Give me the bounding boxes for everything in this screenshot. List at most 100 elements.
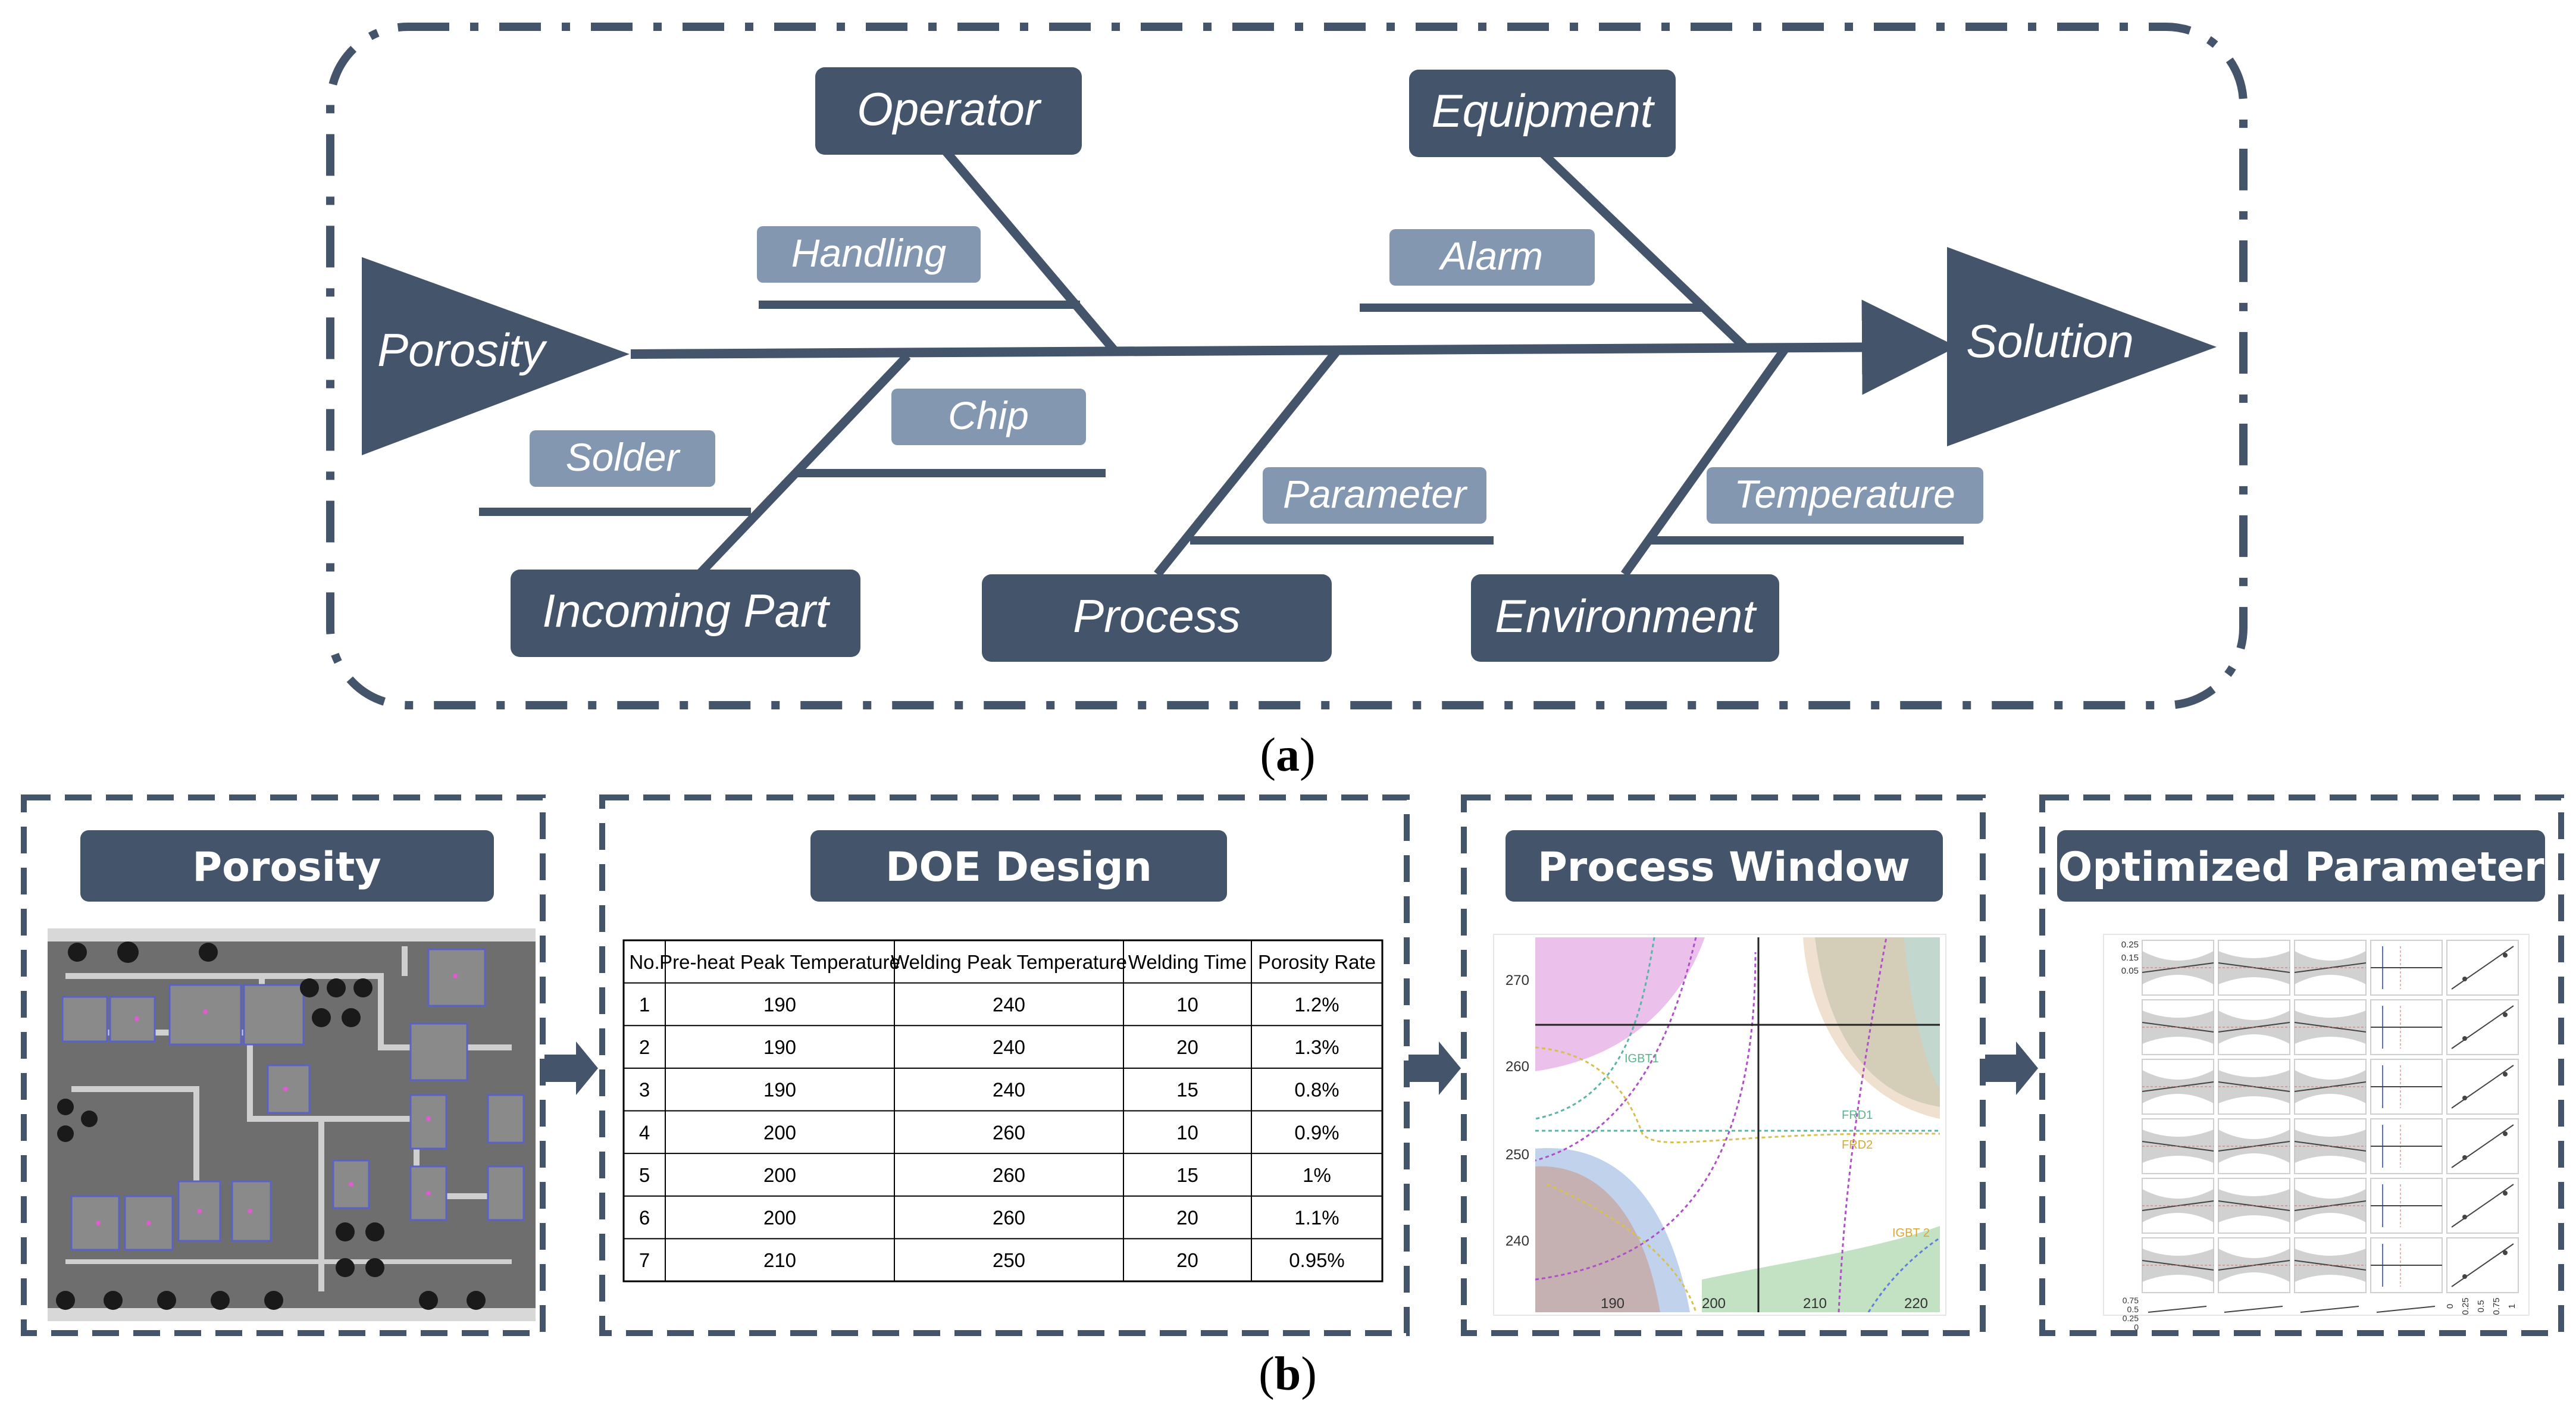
step1-title: Porosity [192,844,381,891]
y-tick-label: 270 [1505,972,1529,989]
profiler-cell [2370,999,2443,1055]
profiler-cell [2142,940,2214,996]
label-igbt2: IGBT 2 [1892,1227,1930,1240]
label-frd2: FRD2 [1842,1138,1873,1152]
profiler-desirability-cell [2224,1306,2283,1313]
doe-cell: 0.95% [1289,1249,1345,1271]
doe-cell: 200 [763,1121,796,1143]
doe-cell: 260 [993,1164,1025,1186]
workflow: Porosity DOE Design Process Window Optim… [21,794,2564,1336]
profiler-x-tick: 0.5 [2476,1300,2486,1313]
doe-cell: 1.2% [1294,993,1339,1015]
y-tick-label: 250 [1505,1147,1529,1163]
bone-operator [943,149,1118,353]
arrow-step1-to-step2 [544,1041,598,1095]
profiler-cell [2218,1178,2290,1234]
doe-cell: 20 [1176,1249,1198,1271]
category-box-incoming-part [511,570,860,657]
fishbone-frame [326,23,2248,709]
step2-title: DOE Design [885,844,1152,891]
profiler-desirability-cell [2148,1306,2207,1313]
cause-box-alarm [1389,229,1595,286]
profiler-cell [2142,1178,2214,1234]
category-equipment-label: Equipment [1432,85,1655,137]
profiler-cell [2370,1118,2443,1174]
doe-cell: 200 [763,1164,796,1186]
profiler-cell [2370,940,2443,996]
doe-cell: 0.9% [1294,1121,1339,1143]
xray-image [48,928,536,1321]
step4-frame [2039,794,2564,1336]
cause-box-solder [530,430,715,487]
x-tick-label: 210 [1803,1296,1827,1312]
profiler-cell [2142,999,2214,1055]
x-tick-label: 220 [1904,1296,1928,1312]
profiler-desirability-cell [2376,1306,2436,1313]
doe-cell: 20 [1176,1207,1198,1229]
doe-cell: 190 [763,1036,796,1058]
cause-parameter-label: Parameter [1283,472,1468,516]
doe-header-cell: Pre-heat Peak Temperature [659,951,900,973]
curve-igbt2 [1867,1237,1940,1312]
y-tick-label: 240 [1505,1233,1529,1249]
profiler-cell [2218,1118,2290,1174]
step4-title: Optimized Parameter [2058,844,2544,891]
doe-cell: 260 [993,1121,1025,1143]
y-tick-label: 260 [1505,1059,1529,1075]
effect-label: Porosity [377,324,547,376]
arrow-step3-to-step4 [1985,1041,2038,1095]
profiler-y-tick: 0.75 [2123,1296,2139,1305]
doe-cell: 15 [1176,1079,1198,1101]
x-tick-label: 200 [1702,1296,1726,1312]
doe-cell: 0.8% [1294,1079,1339,1101]
profiler-cell [2446,1059,2519,1115]
cause-solder-label: Solder [566,435,681,479]
profiler-cell [2294,1118,2367,1174]
doe-cell: 3 [639,1079,650,1101]
doe-cell: 2 [639,1036,650,1058]
category-operator-label: Operator [857,83,1042,135]
profiler-cell [2370,1178,2443,1234]
fishbone-diagram: Porosity Solution Operator Equipment Inc… [326,23,2248,709]
doe-cell: 7 [639,1249,650,1271]
profiler-x-tick: 0 [2445,1304,2455,1309]
region-tan [1803,937,1940,1119]
doe-cell: 240 [993,1036,1025,1058]
profiler-cell [2446,1118,2519,1174]
cause-temperature-label: Temperature [1734,472,1955,516]
doe-cell: 1.1% [1294,1207,1339,1229]
step3-title: Process Window [1538,844,1910,891]
solution-triangle [1947,247,2217,446]
doe-header-cell: Welding Time [1128,951,1247,973]
category-box-process [982,574,1332,662]
step2-title-box [810,830,1227,902]
profiler-y-tick: 0.05 [2121,966,2139,976]
doe-cell: 210 [763,1249,796,1271]
profiler-cell [2142,1059,2214,1115]
profiler-y-tick: 0 [2134,1322,2139,1332]
process-window-y-ticks: 270 260 250 240 [1505,972,1529,1249]
profiler-cell [2294,1059,2367,1115]
cause-handling-label: Handling [791,231,947,275]
doe-cell: 20 [1176,1036,1198,1058]
category-environment-label: Environment [1495,590,1757,642]
step1-frame [21,794,546,1336]
x-tick-label: 190 [1601,1296,1625,1312]
step3-frame [1461,794,1986,1336]
profiler-cell [2218,940,2290,996]
doe-cell: 5 [639,1164,650,1186]
doe-cell: 10 [1176,1121,1198,1143]
category-process-label: Process [1073,590,1241,642]
doe-cell: 240 [993,1079,1025,1101]
profiler-y-tick: 0.25 [2123,1313,2139,1323]
region-green [1702,1226,1940,1312]
